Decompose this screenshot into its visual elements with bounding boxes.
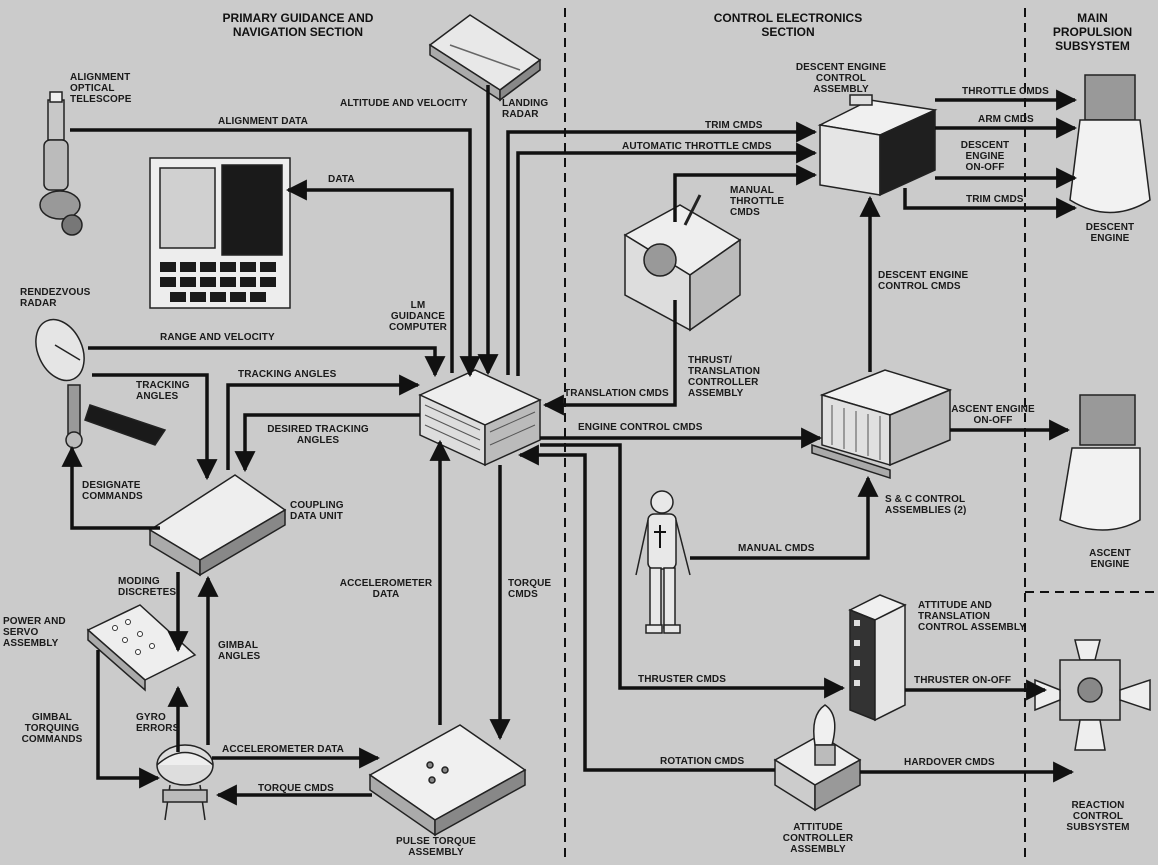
dsky-illustration (150, 158, 290, 308)
atca-illustration (850, 595, 905, 720)
section-title-mps: MAIN PROPULSION SUBSYSTEM (1035, 11, 1150, 53)
label-ascent-on-off: ASCENT ENGINE ON-OFF (948, 404, 1038, 426)
label-pta: PULSE TORQUE ASSEMBLY (386, 836, 486, 858)
aca-illustration (775, 705, 860, 810)
label-ttca: THRUST/ TRANSLATION CONTROLLER ASSEMBLY (688, 355, 760, 399)
label-throttle-cmds: THROTTLE CMDS (962, 86, 1049, 97)
label-aot: ALIGNMENT OPTICAL TELESCOPE (70, 72, 131, 105)
landing-radar-illustration (430, 15, 540, 100)
label-thruster-on-off: THRUSTER ON-OFF (914, 675, 1011, 686)
label-accel-data: ACCELEROMETER DATA (222, 744, 344, 755)
label-deca: DESCENT ENGINE CONTROL ASSEMBLY (786, 62, 896, 95)
label-cdu: COUPLING DATA UNIT (290, 500, 344, 522)
label-psa: POWER AND SERVO ASSEMBLY (3, 616, 66, 649)
section-title-ces: CONTROL ELECTRONICS SECTION (688, 11, 888, 39)
label-tracking-angles-rr: TRACKING ANGLES (136, 380, 190, 402)
label-moding: MODING DISCRETES (118, 576, 176, 598)
label-trim-cmds-top: TRIM CMDS (705, 120, 763, 131)
label-atca: ATTITUDE AND TRANSLATION CONTROL ASSEMBL… (918, 600, 1026, 633)
arrow-data (288, 190, 452, 373)
ascent-engine-illustration (1060, 395, 1140, 530)
label-torque-cmds-v: TORQUE CMDS (508, 578, 551, 600)
label-arm-cmds: ARM CMDS (978, 114, 1034, 125)
label-engine-control: ENGINE CONTROL CMDS (578, 422, 703, 433)
arrow-rotation-cmds (520, 455, 775, 770)
cdu-illustration (150, 475, 285, 575)
label-thruster-cmds: THRUSTER CMDS (638, 674, 726, 685)
label-manual-cmds: MANUAL CMDS (738, 543, 814, 554)
label-range-velocity: RANGE AND VELOCITY (160, 332, 275, 343)
label-aca: ATTITUDE CONTROLLER ASSEMBLY (768, 822, 868, 855)
label-descent-on-off: DESCENT ENGINE ON-OFF (940, 140, 1030, 173)
label-descent-engine: DESCENT ENGINE (1075, 222, 1145, 244)
descent-engine-illustration (1070, 75, 1150, 213)
label-data: DATA (328, 174, 355, 185)
deca-illustration (820, 95, 935, 195)
label-translation: TRANSLATION CMDS (564, 388, 669, 399)
label-gimbal-angles: GIMBAL ANGLES (218, 640, 260, 662)
ttca-illustration (625, 195, 740, 330)
lgc-illustration (420, 370, 540, 465)
label-accel-data-v: ACCELEROMETER DATA (338, 578, 434, 600)
label-auto-throttle: AUTOMATIC THROTTLE CMDS (622, 141, 772, 152)
label-lr: LANDING RADAR (502, 98, 548, 120)
label-rcs: REACTION CONTROL SUBSYSTEM (1048, 800, 1148, 833)
label-hardover-cmds: HARDOVER CMDS (904, 757, 995, 768)
label-gyro-errors: GYRO ERRORS (136, 712, 179, 734)
label-designate: DESIGNATE COMMANDS (82, 480, 143, 502)
label-manual-throttle: MANUAL THROTTLE CMDS (730, 185, 784, 218)
label-lgc: LM GUIDANCE COMPUTER (378, 300, 458, 333)
label-ascent-engine: ASCENT ENGINE (1075, 548, 1145, 570)
imu-illustration (157, 745, 213, 820)
label-alignment-data: ALIGNMENT DATA (218, 116, 308, 127)
label-tracking-angles: TRACKING ANGLES (238, 369, 336, 380)
label-gimbal-torquing: GIMBAL TORQUING COMMANDS (10, 712, 94, 745)
alignment-telescope-illustration (40, 92, 82, 235)
section-title-pgns: PRIMARY GUIDANCE AND NAVIGATION SECTION (198, 11, 398, 39)
label-rotation-cmds: ROTATION CMDS (660, 756, 744, 767)
scca-illustration (812, 370, 950, 478)
label-descent-engine-control: DESCENT ENGINE CONTROL CMDS (878, 270, 968, 292)
rcs-illustration (1035, 640, 1150, 750)
label-desired-tracking: DESIRED TRACKING ANGLES (258, 424, 378, 446)
label-rr: RENDEZVOUS RADAR (20, 287, 90, 309)
label-scca: S & C CONTROL ASSEMBLIES (2) (885, 494, 966, 516)
astronaut-illustration (636, 491, 690, 633)
label-trim-cmds-right: TRIM CMDS (966, 194, 1024, 205)
label-torque-cmds: TORQUE CMDS (258, 783, 334, 794)
label-altitude-velocity: ALTITUDE AND VELOCITY (340, 98, 468, 109)
pta-illustration (370, 725, 525, 835)
